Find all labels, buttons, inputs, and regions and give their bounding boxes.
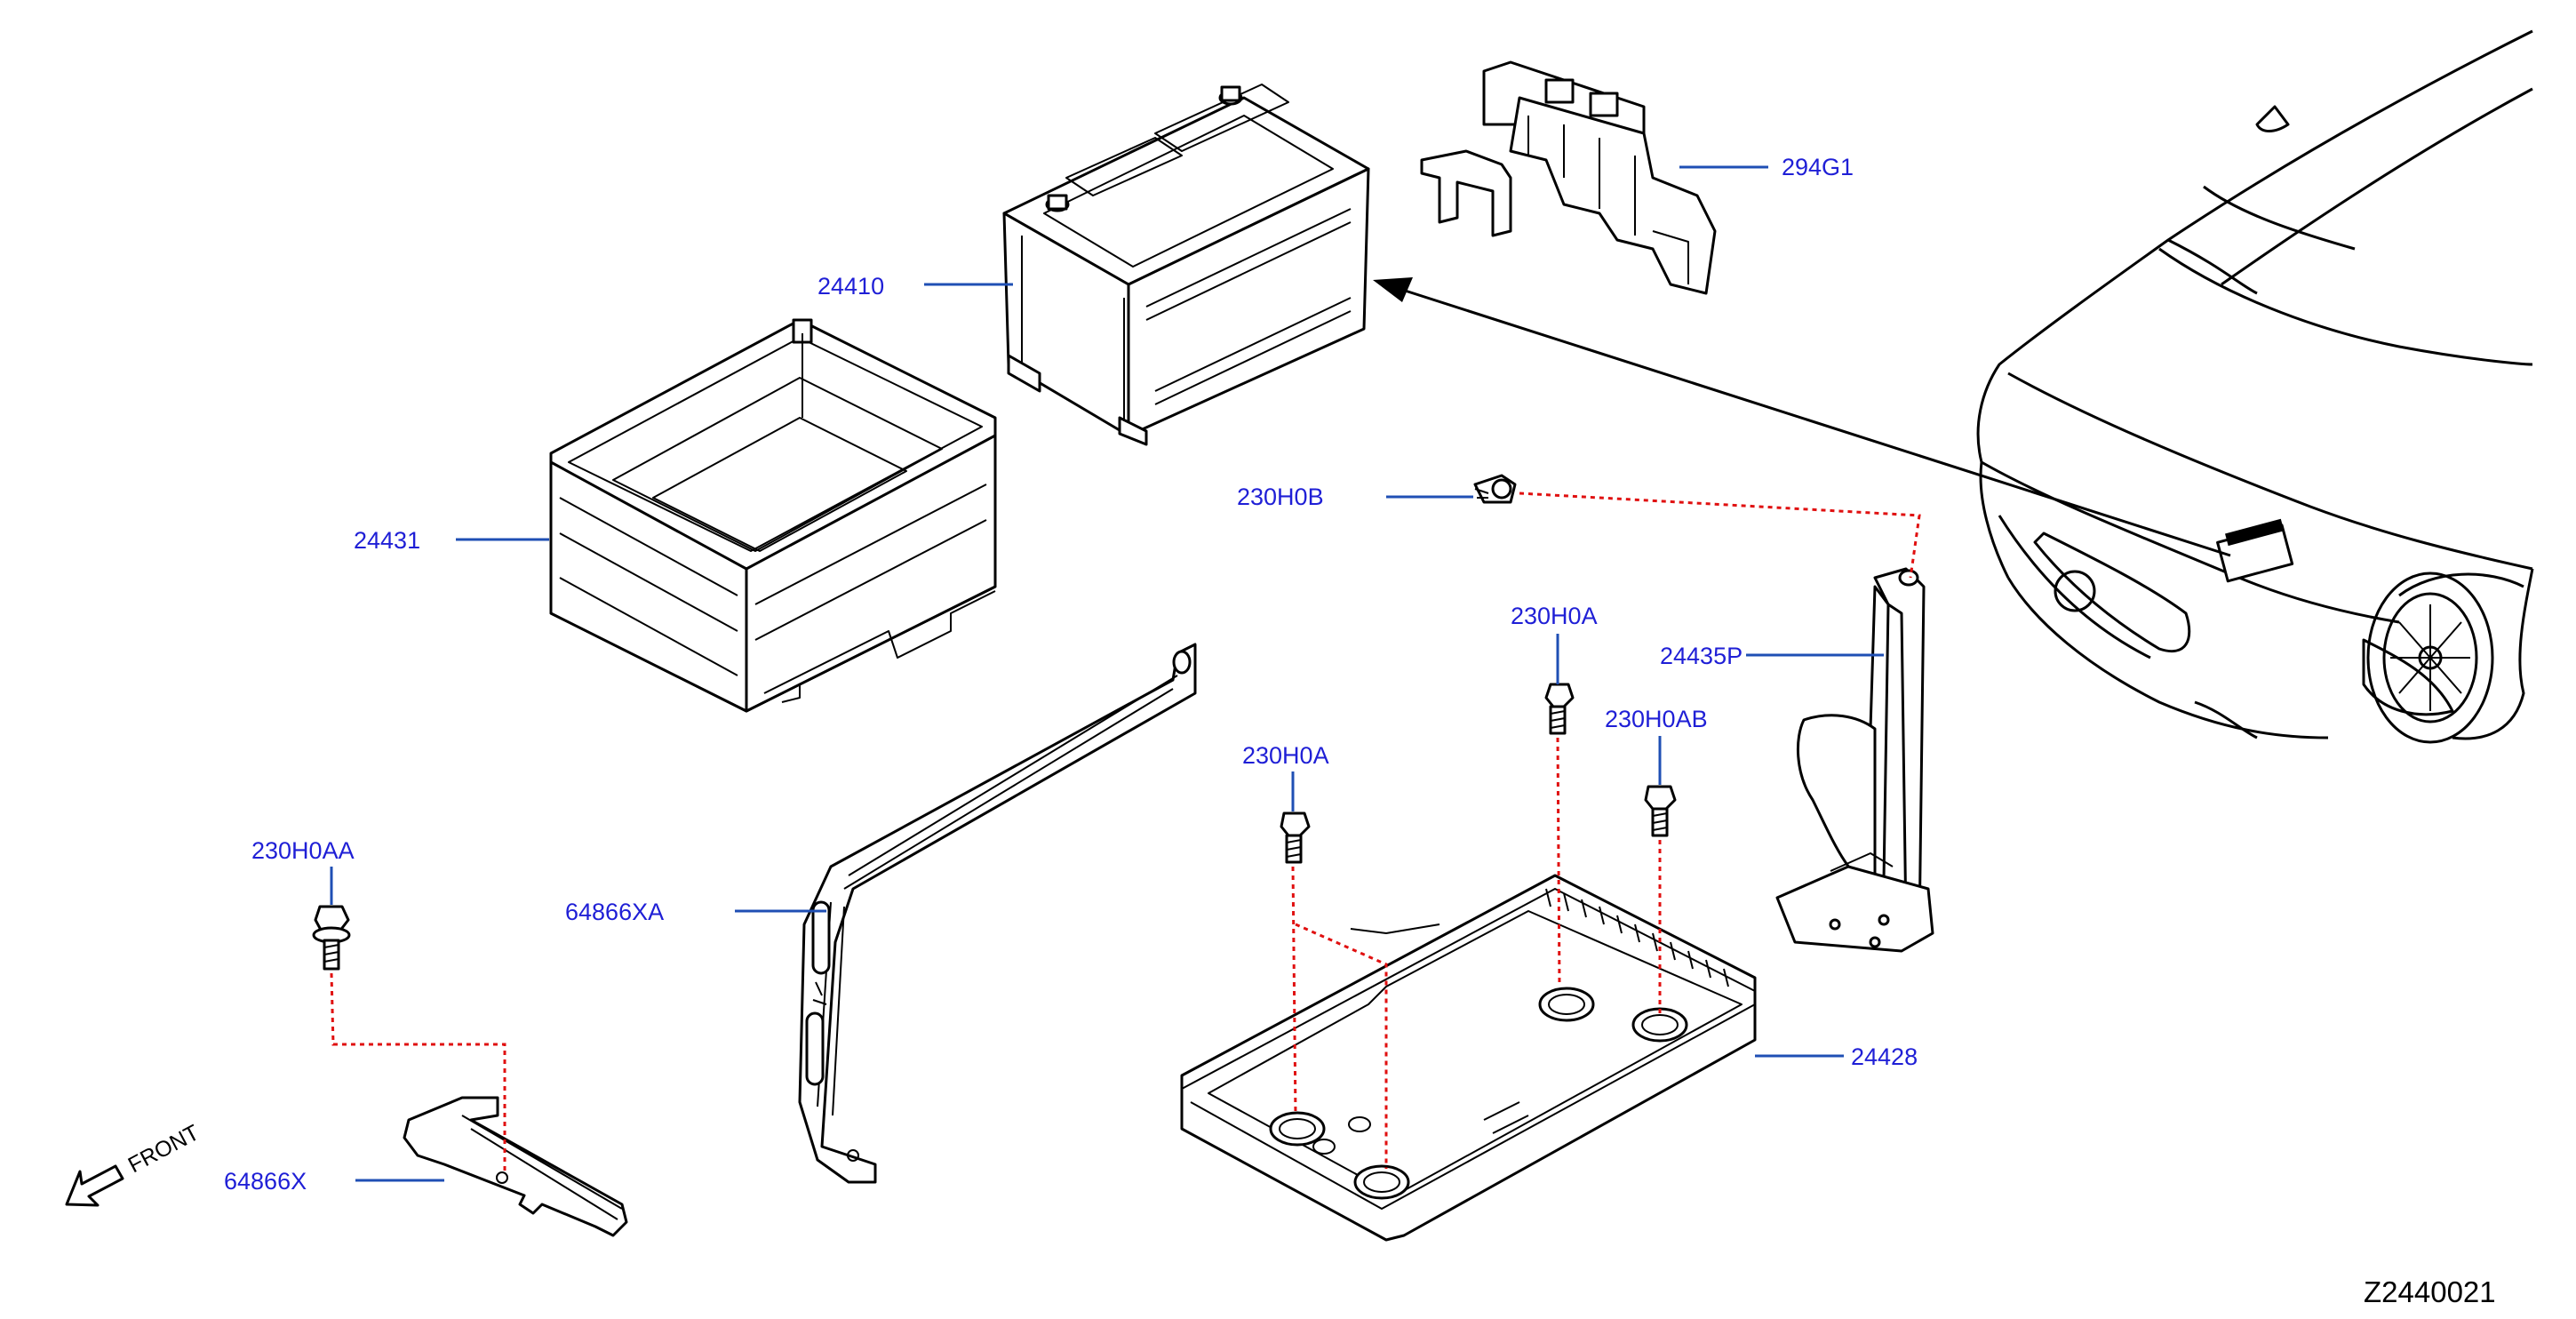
part-24410-battery [1002,84,1370,446]
diagram-code: Z2440021 [2364,1275,2496,1308]
label-230h0b: 230H0B [1237,484,1324,510]
front-label: FRONT [124,1120,203,1178]
location-arrow [1373,277,2231,557]
part-24431-battery-cover [549,318,997,713]
label-230h0aa: 230H0AA [251,837,355,864]
vehicle-illustration [1976,29,2534,744]
bolt-230h0b [1473,474,1517,504]
label-294g1: 294G1 [1782,154,1854,180]
part-64866x-small-bracket [403,1096,628,1237]
leader-lines [330,165,1884,1182]
label-230h0ab: 230H0AB [1605,706,1708,732]
part-64866xa-hold-down-bracket [798,643,1197,1184]
bolt-230h0aa [312,905,351,971]
label-24435p: 24435P [1660,643,1743,669]
part-294g1-terminal-block [1420,60,1717,295]
bolt-230h0a-upper [1544,683,1575,735]
label-230h0a-lower: 230H0A [1242,742,1329,769]
part-24435p-bracket [1775,567,1934,953]
label-24410: 24410 [817,273,884,300]
label-24428: 24428 [1851,1043,1918,1070]
bolt-230h0ab [1644,785,1677,837]
front-arrow-icon [65,1164,124,1207]
label-64866x: 64866X [224,1168,307,1195]
assembly-lines [330,492,1921,1173]
label-230h0a-upper: 230H0A [1511,603,1598,629]
label-64866xa: 64866XA [565,899,664,925]
part-24428-battery-tray [1180,874,1757,1242]
label-24431: 24431 [354,527,420,554]
bolt-230h0a-lower [1280,811,1311,864]
